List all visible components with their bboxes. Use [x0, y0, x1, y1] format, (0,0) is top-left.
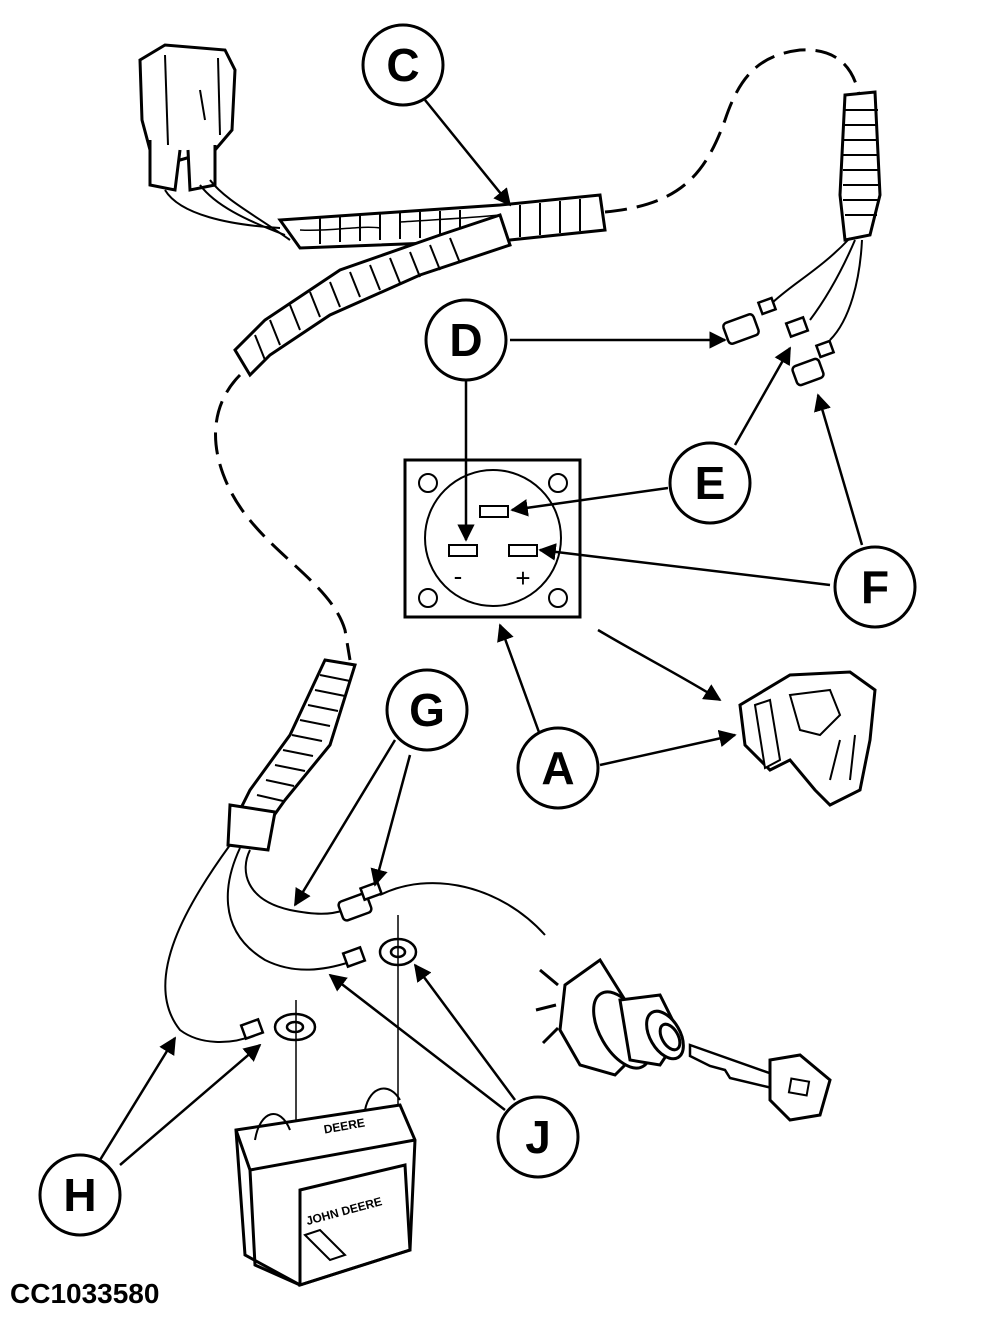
- arrow-h-1: [98, 1036, 177, 1161]
- key: [688, 1043, 832, 1122]
- callout-h: H: [38, 1153, 122, 1237]
- callout-a: A: [516, 726, 600, 810]
- lower-harness-wires: [164, 844, 546, 1043]
- arrow-g-1: [293, 739, 397, 907]
- arrow-j-2: [413, 963, 517, 1101]
- arrow-f-left: [538, 543, 831, 587]
- lower-terminals: [239, 880, 418, 1042]
- callout-arrows: [98, 99, 864, 1166]
- left-harness: [233, 213, 512, 378]
- right-harness-wires: [769, 237, 863, 341]
- arrow-f-up: [814, 393, 864, 546]
- battery: [234, 1087, 417, 1288]
- arrow-h-2: [119, 1043, 262, 1166]
- right-terminals: [722, 296, 836, 387]
- callout-c-label: C: [386, 39, 419, 91]
- callout-d: D: [424, 298, 508, 382]
- arrow-c: [424, 99, 512, 207]
- callout-a-label: A: [541, 742, 574, 794]
- callout-e: E: [668, 441, 752, 525]
- callout-h-label: H: [63, 1169, 96, 1221]
- key-switch: [535, 957, 685, 1077]
- reference-code: CC1033580: [10, 1278, 159, 1309]
- arrow-e-left: [510, 486, 669, 517]
- callout-e-label: E: [695, 457, 726, 509]
- callout-g-label: G: [409, 684, 445, 736]
- connector-wires: [164, 179, 291, 241]
- callout-f-label: F: [861, 561, 889, 613]
- callout-j: J: [496, 1095, 580, 1179]
- callout-d-label: D: [449, 314, 482, 366]
- callout-j-label: J: [525, 1111, 551, 1163]
- callout-g: G: [385, 668, 469, 752]
- multi-pin-connector: [138, 43, 237, 192]
- socket-body: [738, 670, 877, 807]
- arrow-g-2: [370, 754, 412, 887]
- arrow-a-up: [497, 623, 542, 736]
- arrow-e-up: [733, 346, 792, 446]
- callout-f: F: [833, 545, 917, 629]
- arrow-a-right: [599, 729, 737, 767]
- arrow-j-1: [328, 973, 506, 1111]
- arrow-plate-to-socket: [597, 628, 722, 702]
- lower-harness: [226, 658, 357, 852]
- right-harness: [838, 90, 882, 242]
- socket-plus-label: +: [515, 563, 530, 593]
- socket-plate: [403, 458, 582, 619]
- dashed-harness-lines: [214, 48, 862, 661]
- socket-minus-label: -: [454, 561, 463, 591]
- callout-c: C: [361, 23, 445, 107]
